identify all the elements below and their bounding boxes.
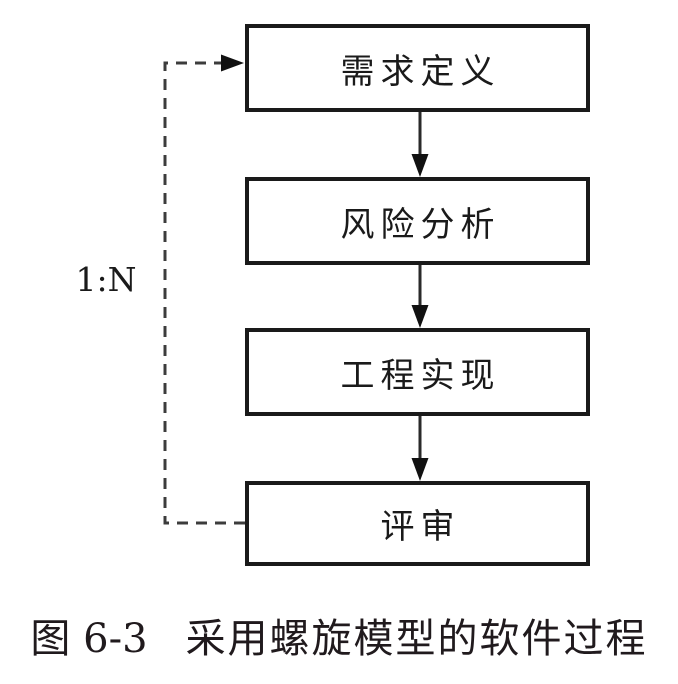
flow-box-label: 工程实现 xyxy=(340,355,501,396)
flow-box-requirements: 需求定义 xyxy=(245,24,590,112)
loop-ratio-label: 1:N xyxy=(75,260,137,299)
arrowhead-down-icon xyxy=(411,458,429,481)
flow-box-engineering: 工程实现 xyxy=(245,328,590,416)
figure-title: 采用螺旋模型的软件过程 xyxy=(185,616,648,662)
flow-box-label: 风险分析 xyxy=(340,204,501,245)
figure-number: 图 6-3 xyxy=(30,616,148,662)
arrowhead-right-icon xyxy=(221,54,244,72)
figure-caption: 图 6-3 采用螺旋模型的软件过程 xyxy=(0,606,678,664)
flow-box-risk-analysis: 风险分析 xyxy=(245,177,590,265)
arrowhead-down-icon xyxy=(411,154,429,177)
flow-box-label: 需求定义 xyxy=(340,51,501,92)
flow-box-label: 评审 xyxy=(380,507,461,547)
flow-box-review: 评审 xyxy=(245,481,590,566)
arrowhead-down-icon xyxy=(411,305,429,328)
feedback-dashed-line xyxy=(163,61,245,525)
